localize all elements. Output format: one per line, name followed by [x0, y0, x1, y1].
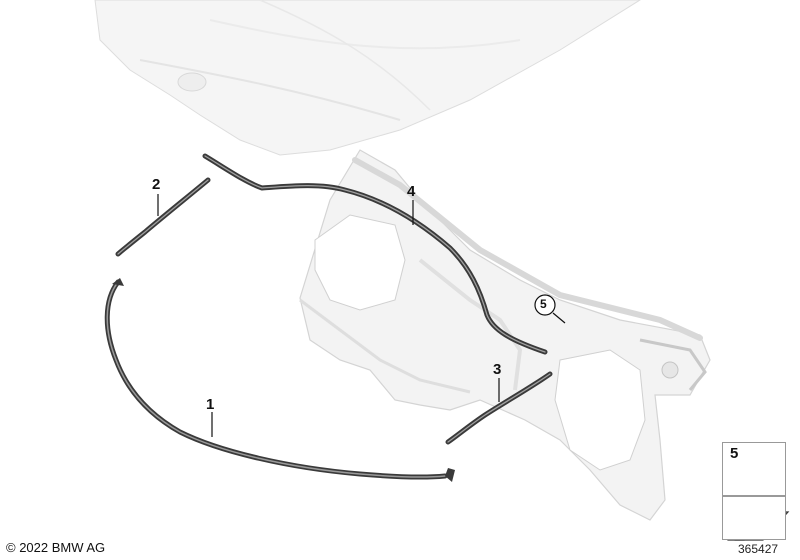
legend-item-number: 5: [730, 445, 739, 462]
callout-5-circle: [534, 294, 556, 316]
callout-5: 5: [540, 297, 547, 311]
hood: [94, 0, 641, 156]
callout-1: 1: [206, 396, 215, 413]
callout-3: 3: [493, 361, 502, 378]
seal-part-3: [445, 371, 553, 445]
seal-part-1: [104, 278, 455, 482]
copyright-notice: © 2022 BMW AG: [6, 540, 106, 555]
legend-symbol-box: [722, 496, 786, 540]
legend-item-box: 5: [722, 442, 786, 496]
callout-2: 2: [152, 176, 161, 193]
seal-part-2: [115, 177, 211, 257]
diagram-id: 365427: [738, 542, 779, 556]
callout-4: 4: [407, 183, 416, 200]
leader-lines: [157, 194, 566, 437]
seal-part-4: [202, 153, 548, 355]
